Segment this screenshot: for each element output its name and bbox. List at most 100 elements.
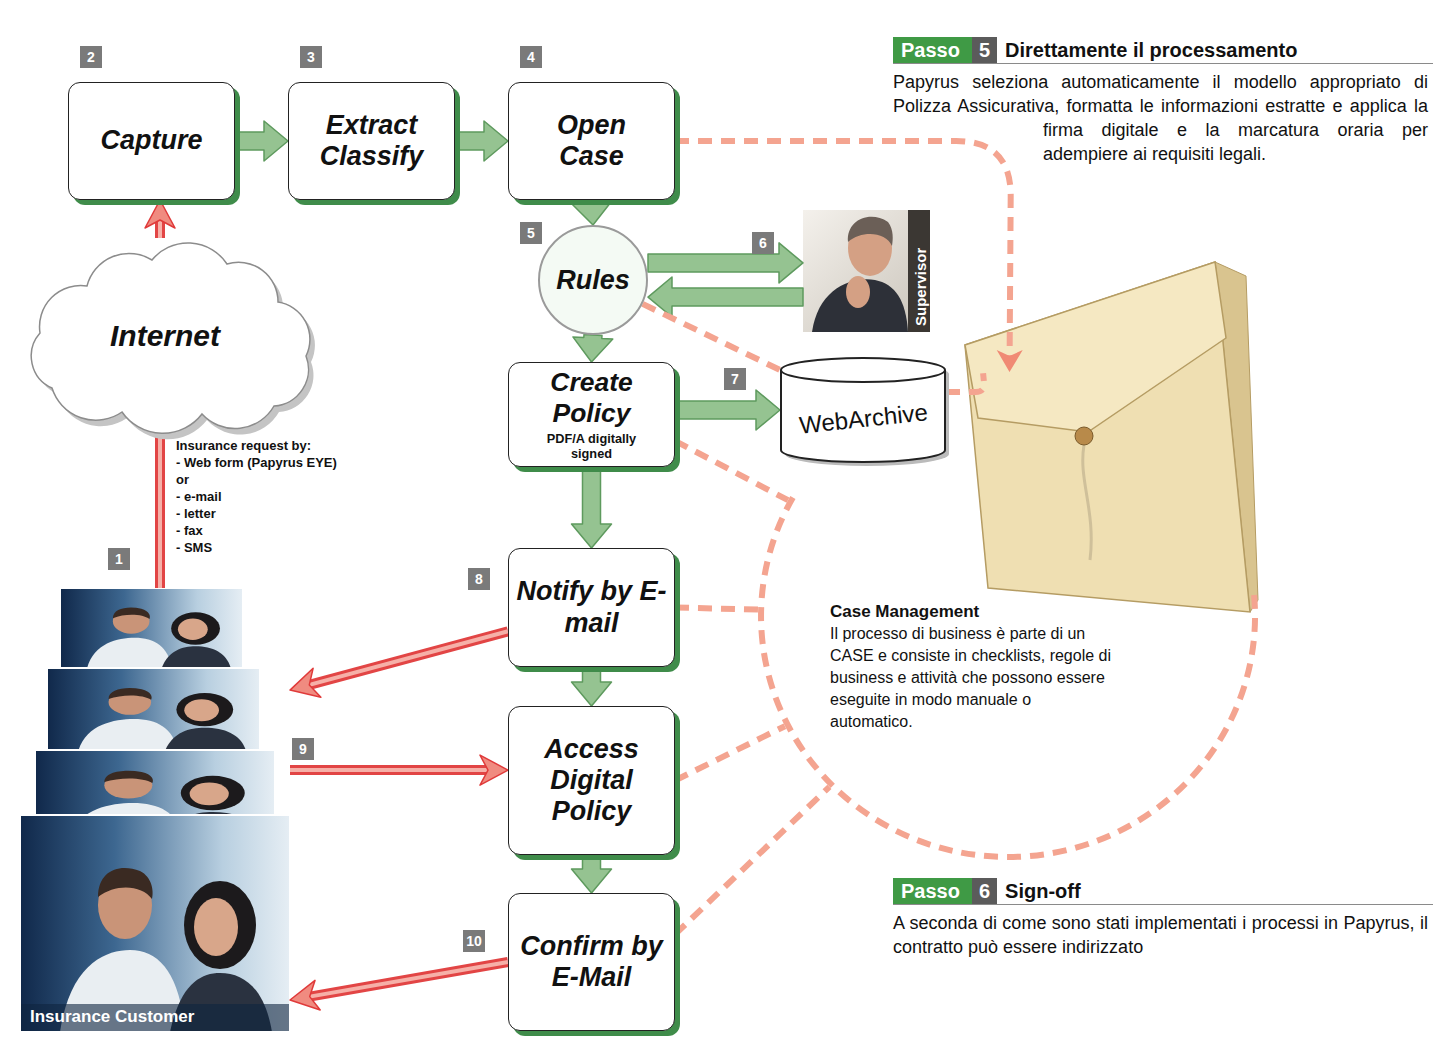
box-title: Notify by E-mail — [515, 576, 668, 638]
flow-arrow — [235, 121, 288, 161]
arrow-head — [290, 980, 320, 1010]
case-heading: Case Management — [830, 600, 1115, 623]
dashed-link — [675, 141, 1011, 358]
process-box: Open Case — [508, 82, 675, 200]
step-description: A seconda di come sono stati implementat… — [893, 911, 1428, 959]
hair — [848, 217, 893, 246]
step-heading: Passo6Sign-off — [893, 878, 1433, 905]
flow-arrow — [675, 390, 780, 430]
callout-number: 9 — [292, 738, 314, 760]
rules-circle: Rules — [538, 225, 648, 335]
box-title: Access Digital Policy — [515, 734, 668, 827]
callout-number: 5 — [520, 222, 542, 244]
case-link — [675, 141, 1023, 372]
arrow-line-inner — [158, 434, 162, 588]
dashed-link — [675, 441, 788, 500]
case-link — [675, 726, 785, 780]
arrow-line-outer — [290, 765, 488, 775]
step-number: 5 — [972, 37, 997, 63]
hand — [846, 276, 870, 308]
callout-number: 3 — [300, 46, 322, 68]
dashed-link — [946, 373, 984, 392]
case-dashed-circle — [761, 492, 1255, 857]
request-channel: - letter — [176, 506, 216, 522]
flow-arrow-body — [572, 200, 612, 226]
rules-outline — [539, 226, 647, 334]
process-box: Create PolicyPDF/A digitally signed — [508, 362, 675, 467]
flow-arrow-body — [572, 855, 612, 893]
photo-caption: Insurance Customer — [30, 1006, 194, 1028]
customer-photo — [47, 668, 260, 750]
flow-arrow — [455, 121, 508, 161]
request-channel: or — [176, 472, 189, 488]
arrow-head — [290, 668, 321, 697]
request-channel: - Web form (Papyrus EYE) — [176, 455, 337, 471]
arrow-line-inner — [310, 962, 508, 997]
step-word: Passo — [893, 37, 972, 63]
folder-button — [1075, 427, 1093, 445]
request-channel: Insurance request by: — [176, 438, 311, 454]
case-link — [643, 304, 780, 370]
internet-cloud: Internet — [12, 238, 318, 434]
callout-number: 8 — [468, 568, 490, 590]
customer-photo-stack — [20, 588, 290, 1032]
customer-arrow — [145, 200, 175, 238]
flow-arrow-body — [455, 121, 508, 161]
flow-arrow — [572, 855, 612, 893]
case-link — [675, 608, 758, 610]
cloud-outline — [31, 243, 310, 433]
arrow-line-inner — [158, 220, 162, 238]
case-link — [675, 787, 829, 935]
arrow-head — [480, 755, 508, 785]
process-box: Capture — [68, 82, 235, 200]
photo-caption-shade — [21, 1004, 289, 1031]
flow-arrow — [572, 200, 612, 226]
wrap-spacer — [893, 70, 1043, 290]
flow-arrow-body — [235, 121, 288, 161]
arrow-line-outer — [155, 434, 165, 588]
step-heading: Passo5Direttamente il processamento — [893, 37, 1433, 64]
callout-number: 4 — [520, 46, 542, 68]
step-title: Direttamente il processamento — [997, 37, 1297, 63]
callout-number: 2 — [80, 46, 102, 68]
box-title: Confirm by E-Mail — [515, 931, 668, 993]
arrow-line-outer — [309, 631, 508, 685]
customer-arrow — [290, 631, 508, 697]
photo-frame — [20, 815, 290, 1032]
flow-arrow — [648, 277, 803, 317]
process-box: Confirm by E-Mail — [508, 893, 675, 1031]
folder-flap — [965, 262, 1226, 432]
request-channel: - SMS — [176, 540, 212, 556]
case-text: Case ManagementIl processo di business è… — [830, 600, 1115, 733]
callout-number: 7 — [724, 368, 746, 390]
case-link — [675, 441, 788, 500]
request-channel: - fax — [176, 523, 203, 539]
callout-number: 6 — [752, 232, 774, 254]
customer-arrow — [160, 434, 161, 588]
box-title: Open Case — [533, 110, 651, 172]
photo-frame — [47, 668, 260, 750]
photo-frame — [60, 588, 243, 668]
dashed-link — [643, 304, 780, 370]
step-word: Passo — [893, 878, 972, 904]
cloud-label: Internet — [110, 319, 220, 353]
request-channel: - e-mail — [176, 489, 222, 505]
photo-shade — [908, 210, 930, 332]
supervisor-node: Supervisor — [803, 210, 930, 332]
case-link — [946, 373, 984, 392]
dashed-link — [675, 726, 785, 780]
arrow-head — [997, 350, 1023, 372]
flow-arrow — [572, 467, 612, 548]
dashed-link — [675, 787, 829, 935]
arrow-line-inner — [309, 631, 508, 685]
step-number: 6 — [972, 878, 997, 904]
arrow-line-outer — [310, 962, 508, 997]
step-description: Papyrus seleziona automaticamente il mod… — [893, 70, 1428, 290]
flow-arrow-body — [572, 467, 612, 548]
arrow-head — [145, 200, 175, 228]
arrow-line-inner — [290, 768, 488, 772]
callout-number: 1 — [108, 548, 130, 570]
case-body: Il processo di business è parte di un CA… — [830, 623, 1115, 733]
process-box: Extract Classify — [288, 82, 455, 200]
